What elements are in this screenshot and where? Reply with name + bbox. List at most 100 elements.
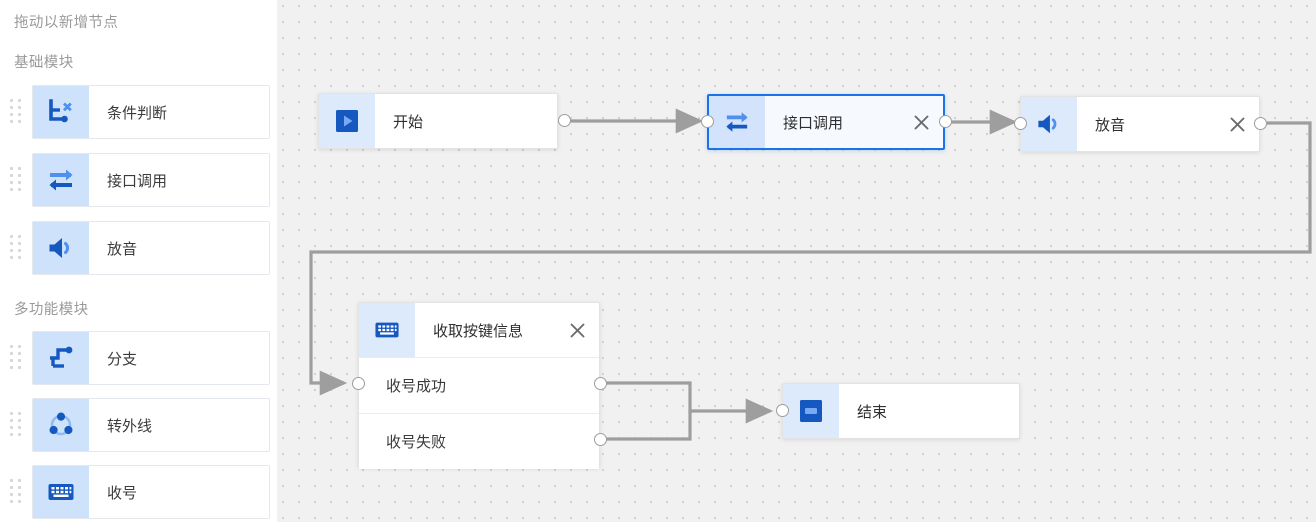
play-audio-icon (33, 222, 89, 274)
dot (18, 180, 21, 184)
node-row-failure[interactable]: 收号失败 (359, 413, 599, 469)
palette-item-api-call[interactable]: 接口调用 (32, 153, 270, 207)
node-title: 结束 (857, 403, 888, 421)
dot (10, 112, 13, 116)
drag-hint-text: 拖动以新增节点 (14, 15, 119, 31)
node-palette-sidebar: 拖动以新增节点 基础模块 多功能模块 条件判断 (0, 0, 277, 522)
node-title: 收取按键信息 (433, 322, 524, 340)
dot (10, 485, 13, 489)
dot (10, 173, 13, 177)
close-icon[interactable] (899, 96, 943, 148)
dot (18, 425, 21, 429)
dot (10, 98, 13, 102)
port-out-collect-success[interactable] (594, 377, 607, 390)
dot (18, 365, 21, 369)
palette-group-label-basic: 基础模块 (14, 55, 74, 71)
drag-handle-transfer[interactable] (10, 411, 22, 437)
dot (18, 234, 21, 238)
palette-item-label: 收号 (107, 484, 138, 502)
dot (10, 351, 13, 355)
drag-handle-condition[interactable] (10, 98, 22, 124)
play-audio-icon (1021, 97, 1077, 151)
close-icon[interactable] (1215, 97, 1259, 151)
node-row-success[interactable]: 收号成功 (359, 357, 599, 413)
dot (18, 112, 21, 116)
dot (10, 105, 13, 109)
dot (10, 365, 13, 369)
dot (10, 358, 13, 362)
dot (10, 432, 13, 436)
dot (18, 485, 21, 489)
dot (10, 166, 13, 170)
edge-collect-success-to-end (602, 381, 774, 424)
play-icon (319, 94, 375, 148)
dot (10, 344, 13, 348)
palette-item-condition[interactable]: 条件判断 (32, 85, 270, 139)
node-title: 开始 (393, 113, 424, 131)
drag-handle-keypad[interactable] (10, 478, 22, 504)
node-collect-key[interactable]: 收取按键信息 收号成功 收号失败 (358, 302, 600, 469)
condition-branch-icon (33, 86, 89, 138)
dot (10, 478, 13, 482)
palette-item-keypad[interactable]: 收号 (32, 465, 270, 519)
keypad-icon (33, 466, 89, 518)
dot (18, 432, 21, 436)
dot (10, 248, 13, 252)
api-call-icon (709, 96, 765, 148)
keypad-icon (359, 303, 415, 357)
port-in-play-audio[interactable] (1014, 117, 1027, 130)
dot (18, 187, 21, 191)
port-in-end[interactable] (776, 404, 789, 417)
dot (10, 418, 13, 422)
dot (10, 180, 13, 184)
dot (18, 173, 21, 177)
palette-item-transfer-outbound[interactable]: 转外线 (32, 398, 270, 452)
palette-item-label: 分支 (107, 350, 138, 368)
palette-item-play-audio[interactable]: 放音 (32, 221, 270, 275)
drag-handle-play-audio[interactable] (10, 234, 22, 260)
drag-handle-branch[interactable] (10, 344, 22, 370)
node-title: 放音 (1095, 116, 1126, 134)
dot (10, 241, 13, 245)
dot (10, 492, 13, 496)
dot (10, 499, 13, 503)
branch-icon (33, 332, 89, 384)
node-play-audio[interactable]: 放音 (1020, 96, 1260, 152)
node-title: 接口调用 (765, 96, 899, 148)
port-out-start[interactable] (558, 114, 571, 127)
drag-handle-api-call[interactable] (10, 166, 22, 192)
node-end[interactable]: 结束 (782, 383, 1020, 439)
dot (18, 344, 21, 348)
palette-item-label: 放音 (107, 240, 138, 258)
close-icon[interactable] (555, 303, 599, 357)
port-in-collect-key[interactable] (352, 377, 365, 390)
dot (10, 119, 13, 123)
dot (18, 351, 21, 355)
node-api-call[interactable]: 接口调用 (707, 94, 945, 150)
dot (18, 255, 21, 259)
palette-item-branch[interactable]: 分支 (32, 331, 270, 385)
port-out-play-audio[interactable] (1254, 117, 1267, 130)
dot (18, 478, 21, 482)
dot (10, 255, 13, 259)
dot (18, 248, 21, 252)
stop-icon (783, 384, 839, 438)
dot (18, 241, 21, 245)
flow-canvas[interactable]: 开始 接口调用 (277, 0, 1316, 522)
dot (18, 358, 21, 362)
dot (18, 499, 21, 503)
palette-item-label: 接口调用 (107, 172, 168, 190)
dot (10, 187, 13, 191)
node-start[interactable]: 开始 (318, 93, 558, 149)
palette-item-label: 条件判断 (107, 104, 168, 122)
dot (10, 411, 13, 415)
dot (18, 105, 21, 109)
port-out-api-call[interactable] (939, 115, 952, 128)
port-in-api-call[interactable] (701, 115, 714, 128)
dot (10, 234, 13, 238)
edge-collect-fail-to-end (602, 411, 692, 441)
dot (18, 492, 21, 496)
port-out-collect-failure[interactable] (594, 433, 607, 446)
dot (10, 425, 13, 429)
